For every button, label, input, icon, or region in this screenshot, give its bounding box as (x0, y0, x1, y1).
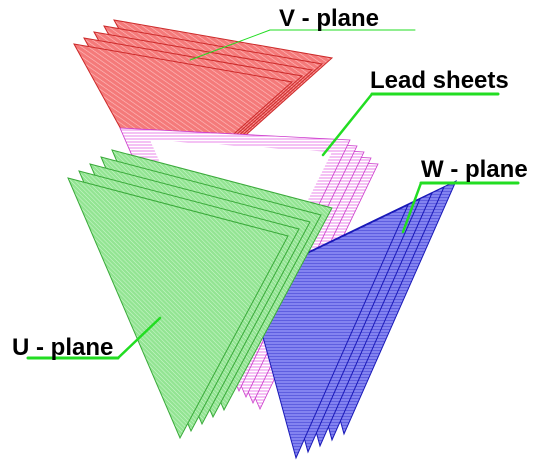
u-plane-leader (116, 316, 162, 360)
w-plane-label: W - plane (421, 156, 528, 183)
w-plane-leader (401, 181, 423, 234)
lead-sheets-leader (321, 92, 374, 157)
v-plane-label: V - plane (279, 5, 379, 32)
lead-sheets-label: Lead sheets (370, 67, 509, 94)
u-plane-sheet-1 (67, 177, 289, 440)
u-plane-label: U - plane (12, 334, 113, 361)
leader-lines (26, 29, 520, 360)
u-plane-stack (67, 149, 333, 440)
v-plane-leader (189, 29, 271, 61)
v-plane-stack (73, 19, 334, 201)
